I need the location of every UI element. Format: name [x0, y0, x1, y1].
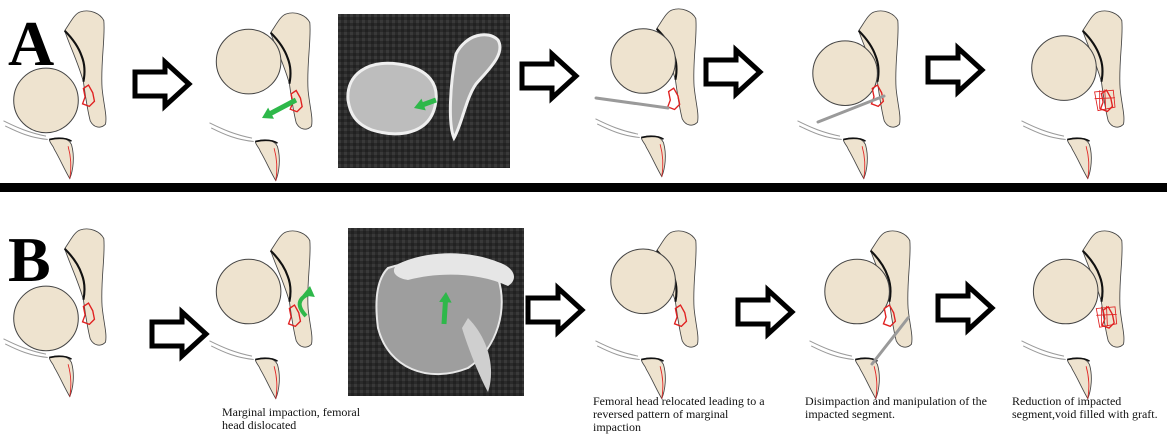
hollow-right-arrow-icon	[528, 288, 582, 332]
flow-arrow-shape	[928, 48, 982, 92]
hip-schematic	[810, 231, 912, 399]
soft-tissue-sketch	[210, 341, 254, 360]
green-arrow-shaft	[269, 100, 296, 114]
hollow-right-arrow-icon	[738, 290, 792, 334]
panel-separator	[0, 183, 1167, 192]
hollow-right-arrow-icon	[938, 286, 992, 330]
ct-femoral-head	[348, 63, 436, 133]
panel-label-b: B	[8, 228, 51, 292]
lower-bone-fragment	[855, 358, 879, 399]
flow-arrow-shape	[528, 288, 582, 332]
flow-arrow-shape	[152, 312, 206, 356]
lower-bone-fragment	[843, 138, 867, 179]
flow-arrow-shape	[522, 54, 576, 98]
femoral-head	[1032, 36, 1097, 101]
green-arrow-shaft	[444, 300, 446, 324]
femoral-head	[14, 286, 79, 351]
soft-tissue-sketch	[1022, 121, 1066, 140]
hip-schematic	[596, 9, 698, 177]
soft-tissue-sketch	[810, 341, 854, 360]
flow-arrow-shape	[706, 50, 760, 94]
lower-bone-fragment	[1067, 138, 1091, 179]
femoral-head	[216, 259, 281, 324]
caption-reduction: Reduction of impacted segment,void fille…	[1012, 395, 1162, 421]
femoral-head	[825, 259, 890, 324]
caption-femoral-head-relocated: Femoral head relocated leading to a reve…	[593, 395, 778, 434]
femoral-head	[611, 29, 676, 94]
lower-bone-fragment	[641, 358, 665, 399]
lower-bone-fragment	[641, 136, 665, 177]
flow-arrow-shape	[738, 290, 792, 334]
hollow-right-arrow-icon	[522, 54, 576, 98]
hip-schematic	[1022, 11, 1124, 179]
panel-label-a: A	[8, 12, 54, 76]
hollow-right-arrow-icon	[928, 48, 982, 92]
hollow-right-arrow-icon	[706, 50, 760, 94]
hip-schematic	[1022, 231, 1124, 399]
hollow-right-arrow-icon	[152, 312, 206, 356]
caption-marginal-impaction: Marginal impaction, femoral head disloca…	[222, 406, 382, 432]
flow-arrow-shape	[135, 62, 189, 106]
lower-bone-fragment	[49, 356, 73, 397]
hollow-right-arrow-icon	[135, 62, 189, 106]
femoral-head	[813, 41, 878, 106]
femoral-head	[611, 249, 676, 314]
soft-tissue-sketch	[596, 341, 640, 360]
femoral-head	[1033, 259, 1098, 324]
hip-schematic	[210, 13, 312, 181]
hip-schematic	[210, 231, 312, 399]
elevator-instrument-icon	[596, 98, 668, 108]
soft-tissue-sketch	[798, 121, 842, 140]
flow-arrow-shape	[938, 286, 992, 330]
caption-disimpaction: Disimpaction and manipulation of the imp…	[805, 395, 990, 421]
hip-schematic	[596, 231, 698, 399]
lower-bone-fragment	[255, 140, 279, 181]
lower-bone-fragment	[49, 138, 73, 179]
lower-bone-fragment	[1067, 358, 1091, 399]
ct-scan-image	[348, 228, 524, 396]
lower-bone-fragment	[255, 358, 279, 399]
femoral-head	[216, 29, 281, 94]
soft-tissue-sketch	[210, 123, 254, 142]
ct-scan-image	[338, 14, 510, 168]
soft-tissue-sketch	[596, 119, 640, 138]
soft-tissue-sketch	[1022, 341, 1066, 360]
